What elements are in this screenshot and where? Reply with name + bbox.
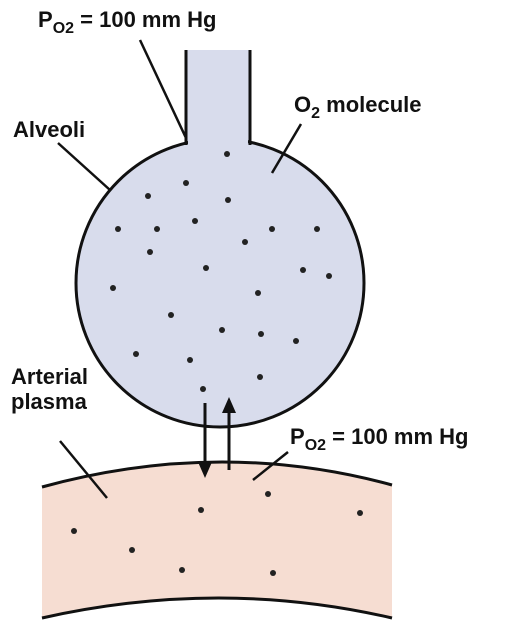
arterial-plasma-line1: Arterial xyxy=(11,364,88,389)
po2-top-value: = 100 mm Hg xyxy=(74,7,216,32)
o2-molecule-dot xyxy=(133,351,139,357)
o2-molecule-o: O xyxy=(294,92,311,117)
o2-molecule-dot xyxy=(192,218,198,224)
o2-molecule-dot xyxy=(255,290,261,296)
o2-molecule-dot xyxy=(110,285,116,291)
po2-top-label: PO2 = 100 mm Hg xyxy=(38,7,216,37)
o2-molecule-label: O2 molecule xyxy=(294,92,422,122)
arterial-plasma-region xyxy=(42,462,392,618)
alveoli-label: Alveoli xyxy=(13,117,85,142)
o2-molecule-subscript: 2 xyxy=(311,105,320,122)
arterial-plasma-label: Arterial plasma xyxy=(11,364,94,414)
o2-molecule-dot xyxy=(154,226,160,232)
o2-molecule-dot xyxy=(71,528,77,534)
po2-top-p: P xyxy=(38,7,53,32)
o2-molecule-dot xyxy=(147,249,153,255)
o2-molecule-dot xyxy=(326,273,332,279)
o2-molecule-dot xyxy=(258,331,264,337)
o2-molecule-dot xyxy=(265,491,271,497)
o2-molecule-dot xyxy=(224,151,230,157)
o2-molecule-dot xyxy=(200,386,206,392)
po2-bottom-value: = 100 mm Hg xyxy=(326,424,468,449)
po2-bottom-subscript: O2 xyxy=(305,437,326,454)
o2-molecule-dot xyxy=(198,507,204,513)
o2-molecule-dot xyxy=(314,226,320,232)
o2-molecule-dot xyxy=(293,338,299,344)
o2-molecule-dot xyxy=(242,239,248,245)
o2-molecule-dot xyxy=(269,226,275,232)
o2-molecule-dot xyxy=(115,226,121,232)
o2-molecule-dot xyxy=(270,570,276,576)
alveoli-leader xyxy=(58,143,110,190)
alveolus-neck-fill xyxy=(188,120,248,152)
o2-molecule-dot xyxy=(183,180,189,186)
o2-molecule-text: molecule xyxy=(320,92,421,117)
o2-molecule-dot xyxy=(219,327,225,333)
o2-molecule-dot xyxy=(179,567,185,573)
o2-molecule-dot xyxy=(300,267,306,273)
po2-top-leader xyxy=(140,40,186,138)
o2-molecule-dot xyxy=(225,197,231,203)
po2-top-subscript: O2 xyxy=(53,20,74,37)
alveolus xyxy=(76,139,364,427)
o2-molecule-dot xyxy=(203,265,209,271)
po2-bottom-p: P xyxy=(290,424,305,449)
o2-molecule-dot xyxy=(129,547,135,553)
o2-molecule-dot xyxy=(145,193,151,199)
po2-bottom-label: PO2 = 100 mm Hg xyxy=(290,424,468,454)
o2-molecule-dot xyxy=(257,374,263,380)
o2-molecule-dot xyxy=(357,510,363,516)
o2-molecule-dot xyxy=(168,312,174,318)
o2-molecule-dot xyxy=(187,357,193,363)
arterial-plasma-line2: plasma xyxy=(11,389,88,414)
